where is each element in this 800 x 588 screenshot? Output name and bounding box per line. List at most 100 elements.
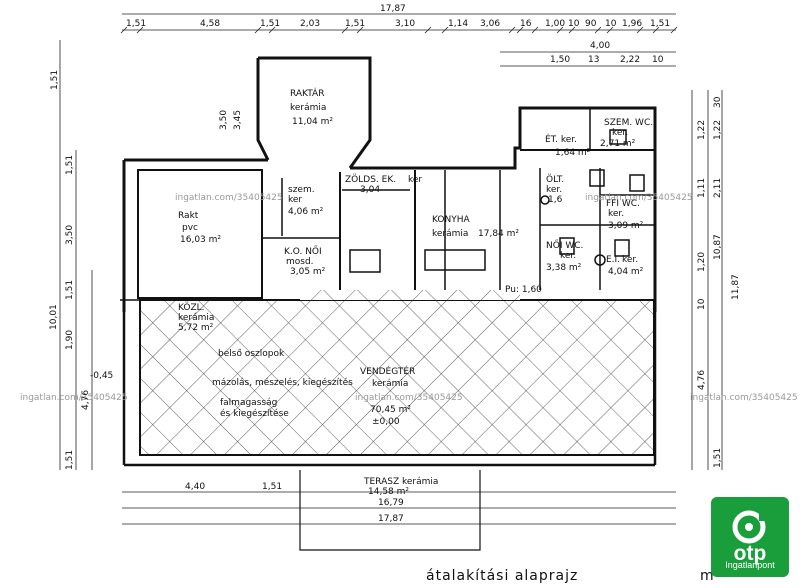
dim-right-0: 30 — [713, 96, 723, 108]
dim-left-4: 3,50 — [65, 225, 75, 245]
dim-right-10: 11,87 — [731, 274, 741, 300]
dim-top2-3: 2,22 — [620, 55, 640, 65]
watermark-top: ingatlan.com/35405425 — [175, 193, 283, 203]
logo-brand: otp — [733, 542, 767, 565]
room-area: 3,09 m² — [608, 221, 644, 231]
dim-top2-4: 10 — [652, 55, 664, 65]
dim-top-1: 4,58 — [200, 19, 220, 29]
room-area: 3,04 — [360, 185, 380, 195]
room-floor: kerámia — [372, 379, 408, 389]
dim-top-0: 1,51 — [126, 19, 146, 29]
dim-left-0: 1,51 — [50, 70, 60, 90]
dim-top-8: 16 — [520, 19, 532, 29]
room-floor: kerámia — [402, 477, 438, 487]
room-ko: K.O. NŐI mosd. 3,05 m² — [284, 246, 326, 277]
room-et: ÉT. ker. 1,64 m² — [545, 133, 591, 158]
otp-logo-mark-icon — [732, 510, 769, 544]
room-name: KONYHA — [432, 215, 470, 225]
note-left-3: és kiegészítése — [220, 408, 289, 419]
room-floor: ker. — [560, 251, 576, 261]
dimension-tick — [568, 26, 576, 34]
room-vendegter: VENDÉGTÉR kerámia 70,45 m² — [360, 365, 415, 415]
note-level: ±0,00 — [372, 417, 400, 427]
dim-total-top: 17,87 — [380, 4, 406, 14]
room-area: 3,05 m² — [290, 267, 326, 277]
watermark-center: ingatlan.com/35405425 — [355, 393, 463, 403]
dim-top-9: 1,00 — [545, 19, 565, 29]
dim-top-3: 2,03 — [300, 19, 320, 29]
note-left-0: belső oszlopok — [218, 349, 285, 359]
room-floor: ker. — [608, 209, 624, 219]
room-terasz: TERASZ kerámia 14,58 m² — [363, 477, 438, 497]
room-name: Rakt — [178, 211, 199, 221]
dim-bottom-third: 16,79 — [378, 498, 404, 508]
room-area: 11,04 m² — [292, 117, 333, 127]
room-floor: mosd. — [286, 257, 314, 267]
dimension-tick — [424, 26, 432, 34]
note-left-2: falmagasság — [220, 398, 277, 408]
room-name: E.I. — [606, 255, 620, 265]
room-floor: ker. — [612, 128, 628, 138]
room-floor: ker. — [622, 255, 638, 265]
dim-bottom-total: 17,87 — [378, 514, 404, 524]
room-kozl: KÖZL. kerámia 5,72 m² — [178, 302, 214, 333]
dimension-tick — [341, 26, 349, 34]
room-floor: ker — [288, 195, 302, 205]
watermark-left: ingatlan.com/35405425 — [20, 393, 128, 403]
dim-top-7: 3,06 — [480, 19, 500, 29]
right-dimension-labels: 30 1,22 1,22 1,11 2,11 1,20 10 10,87 4,7… — [697, 96, 741, 468]
plan-notes: belső oszlopok mázolás, mészelés, kiegés… — [212, 285, 542, 427]
room-area: 3,38 m² — [546, 263, 582, 273]
dimension-tick — [594, 26, 602, 34]
dim-right-5: 1,20 — [697, 252, 707, 272]
dim-right-3: 1,11 — [697, 178, 707, 198]
dim-bottom-second: 1,51 — [262, 482, 282, 492]
room-zolds: ZÖLDS. EK. ker 3,04 — [345, 174, 422, 195]
dim-top-5: 3,10 — [395, 19, 415, 29]
note-pu: Pu: 1,60 — [505, 285, 542, 295]
dimension-tick — [531, 26, 539, 34]
room-raktar: RAKTÁR kerámia 11,04 m² — [290, 87, 333, 127]
room-area: 1,6 — [548, 195, 563, 205]
room-floor: ker. — [546, 185, 562, 195]
room-szeml: szem. ker 4,06 m² — [288, 185, 324, 217]
room-name: FFI WC. — [606, 199, 640, 209]
dimension-tick — [120, 26, 128, 34]
room-floor: pvc — [182, 223, 198, 233]
room-name: VENDÉGTÉR — [360, 365, 415, 377]
otp-ingatlanpont-logo: otp Ingatlanpont — [711, 497, 789, 577]
bottom-dimension-labels: 4,40 1,51 16,79 17,87 — [185, 482, 404, 524]
dimension-tick — [254, 26, 262, 34]
note-left-1: mázolás, mészelés, kiegészítés — [212, 377, 353, 388]
room-name: ZÖLDS. EK. — [345, 174, 396, 185]
drawing-title-tail: m — [700, 568, 715, 584]
room-area: 4,06 m² — [288, 207, 324, 217]
top-dimension-lines — [120, 13, 678, 67]
dim-left-8: 4,76 — [81, 390, 91, 410]
room-area: 2,71 m² — [600, 139, 636, 149]
dim-top-14: 1,51 — [650, 19, 670, 29]
dim-top2-2: 13 — [588, 55, 599, 65]
dim-left-5: 10,01 — [49, 304, 59, 330]
room-labels: RAKTÁR kerámia 11,04 m² Rakt pvc 16,03 m… — [178, 87, 653, 497]
dim-top-13: 1,96 — [622, 19, 642, 29]
dimension-tick — [516, 26, 524, 34]
room-floor: kerámia — [178, 313, 214, 323]
dimension-tick — [606, 26, 614, 34]
dim-top-11: 90 — [585, 19, 597, 29]
dim-right-9: 1,51 — [713, 448, 723, 468]
left-dimension-labels: 1,51 3,50 3,45 1,51 3,50 10,01 1,51 1,90… — [49, 70, 243, 470]
dim-top-4: 1,51 — [345, 19, 365, 29]
room-name: szem. — [288, 185, 315, 195]
room-area: 5,72 m² — [178, 323, 214, 333]
dimension-tick — [636, 26, 644, 34]
room-rakt: Rakt pvc 16,03 m² — [178, 211, 221, 245]
room-name: ÉT. ker. — [545, 133, 577, 145]
room-floor: kerámia — [290, 103, 326, 113]
room-area: 70,45 m² — [370, 405, 411, 415]
logo-sub: Ingatlanpont — [725, 560, 775, 570]
dimension-tick — [136, 26, 144, 34]
watermark-top-right: ingatlan.com/35405425 — [585, 193, 693, 203]
room-area: 17,84 m² — [478, 229, 519, 239]
